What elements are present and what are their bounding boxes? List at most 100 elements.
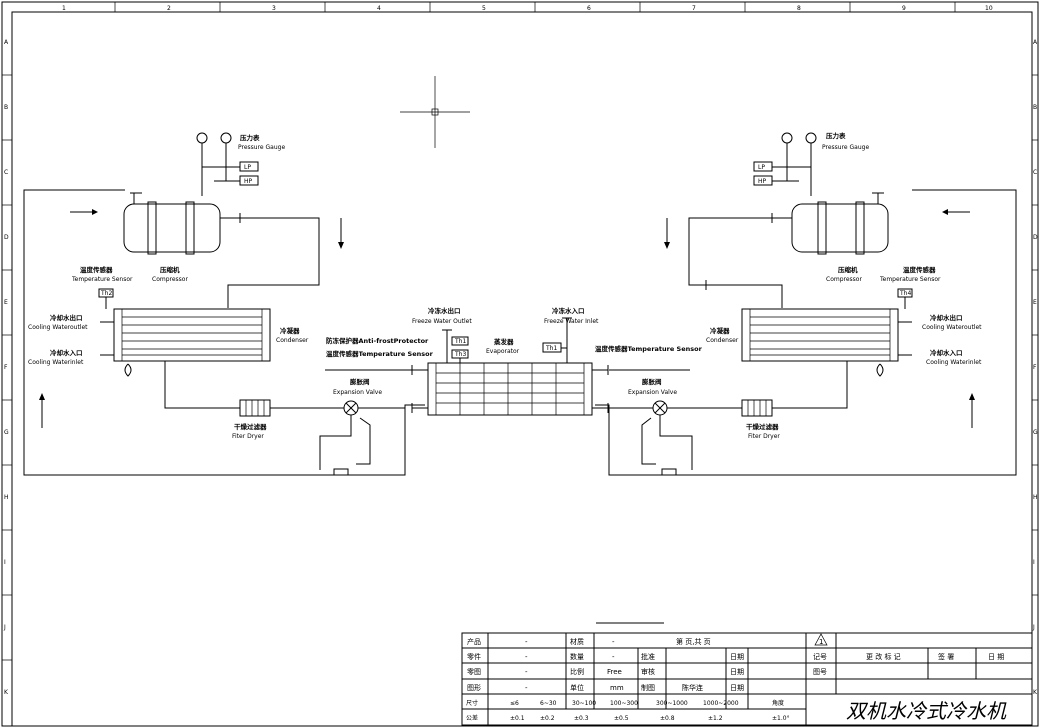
tb-r4-c: 单位	[570, 683, 584, 692]
tol-head-0: 尺寸	[466, 699, 478, 707]
right-temp-sensor-en: Temperature Sensor	[879, 276, 941, 283]
frame-tick-right-10: K	[1033, 689, 1038, 696]
left-compressor-en: Compressor	[152, 276, 188, 283]
tol-val-7: ±1.0°	[772, 715, 790, 722]
pressure-gauge-icon	[781, 132, 793, 144]
tol-val-1: ±0.1	[510, 715, 525, 722]
frame-tick-top-1: 2	[167, 5, 171, 12]
tb-col-code: 图号	[813, 668, 827, 676]
tb-r4-b: -	[525, 684, 528, 692]
flow-arrow-icon	[39, 393, 45, 400]
flow-arrow-icon	[664, 242, 670, 249]
frame-tick-left-4: E	[4, 299, 8, 306]
drain-icon	[876, 363, 884, 377]
compressor-shape	[123, 203, 221, 253]
temp-sensor-right-label: 温度传感器Temperature Sensor	[595, 344, 703, 353]
frame-ticks	[2, 2, 1038, 661]
frame-tick-right-1: B	[1033, 104, 1037, 111]
inner-frame	[11, 11, 1033, 727]
pressure-gauge-icon	[805, 132, 817, 144]
tb-rev-mark: 1	[819, 638, 823, 646]
right-filter-en: Fiter Dryer	[748, 433, 780, 440]
frame-tick-right-9: J	[1032, 624, 1035, 631]
evap-tag-2: Th3	[454, 351, 466, 358]
freeze-inlet-cn: 冷冻水入口	[552, 306, 585, 315]
right-filter-cn: 干燥过滤器	[746, 422, 779, 431]
flow-arrow-icon	[92, 209, 98, 215]
frame-tick-left-2: C	[4, 169, 8, 176]
tol-head-3: 30~100	[572, 700, 596, 707]
tol-val-6: ±1.2	[708, 715, 723, 722]
frame-tick-left-6: G	[4, 429, 9, 436]
right-cooling-inlet-cn: 冷却水入口	[930, 348, 963, 357]
tol-head-6: 1000~2000	[703, 700, 739, 707]
frame-tick-top-7: 8	[797, 5, 801, 12]
left-lp-tag: LP	[244, 164, 251, 171]
frame-tick-right-6: G	[1033, 429, 1038, 436]
right-hp-tag: HP	[758, 178, 767, 185]
tb-r3-c: 比例	[570, 667, 584, 676]
right-cooling-outlet-en: Cooling Wateroutlet	[922, 324, 982, 331]
left-hp-tag: HP	[244, 178, 253, 185]
left-filter-cn: 干燥过滤器	[234, 422, 267, 431]
left-pressure-gauge-cn: 压力表	[240, 133, 260, 142]
frame-tick-right-8: I	[1033, 559, 1035, 566]
right-condenser-en: Condenser	[706, 337, 739, 344]
drain-icon	[124, 363, 132, 377]
tb-r3-d: Free	[607, 668, 622, 676]
tb-r3-b: -	[525, 668, 528, 676]
tb-date1: 日期	[730, 653, 744, 661]
drawing-title: 双机水冷式冷水机	[846, 699, 1007, 723]
frame-tick-top-5: 6	[587, 5, 591, 12]
right-th-tag: Th4	[899, 290, 911, 297]
right-valve-en: Expansion Valve	[628, 389, 677, 396]
tb-date2: 日期	[730, 668, 744, 676]
tb-approve: 批准	[641, 652, 655, 661]
frame-tick-left-3: D	[4, 234, 9, 241]
frame-tick-top-6: 7	[692, 5, 696, 12]
left-pressure-gauge-en: Pressure Gauge	[238, 144, 285, 151]
tb-col-change: 更 改 标 记	[866, 652, 901, 661]
tol-head-7: 角度	[772, 699, 784, 707]
pressure-gauge-icon	[196, 132, 208, 144]
frame-tick-left-5: F	[4, 364, 8, 371]
tb-r1-b: -	[525, 638, 528, 646]
tol-val-3: ±0.3	[574, 715, 589, 722]
tb-date3: 日期	[730, 684, 744, 692]
left-compressor-cn: 压缩机	[160, 265, 180, 274]
tol-head-4: 100~300	[610, 700, 638, 707]
evaporator-en: Evaporator	[486, 348, 520, 355]
crosshair-mark	[400, 76, 470, 148]
revision-triangle-icon	[814, 633, 828, 646]
left-th-tag: Th2	[100, 290, 112, 297]
tb-r4-a: 图形	[467, 684, 481, 692]
filter-dryer-shape	[741, 399, 773, 417]
filter-dryer-shape	[239, 399, 271, 417]
flow-arrow-icon	[969, 393, 975, 400]
frame-tick-right-7: H	[1033, 494, 1038, 501]
tb-col-mark: 记号	[813, 653, 827, 661]
flow-arrow-icon	[942, 209, 948, 215]
frame-tick-left-1: B	[4, 104, 8, 111]
frame-tick-top-0: 1	[62, 5, 66, 12]
tb-drawer: 陈华连	[682, 683, 703, 692]
frame-tick-right-2: C	[1033, 169, 1037, 176]
title-block	[461, 632, 1033, 726]
tol-val-0: 公差	[466, 714, 478, 722]
left-cooling-inlet-en: Cooling Waterinlet	[28, 359, 84, 366]
tb-r3-a: 零图	[467, 668, 481, 676]
left-valve-en: Expansion Valve	[333, 389, 382, 396]
right-cooling-outlet-cn: 冷却水出口	[930, 313, 963, 322]
tol-head-2: 6~30	[540, 700, 557, 707]
left-filter-en: Fiter Dryer	[232, 433, 264, 440]
tb-col-date: 日 期	[988, 653, 1004, 661]
freeze-outlet-cn: 冷冻水出口	[428, 306, 461, 315]
frame-tick-left-8: I	[4, 559, 6, 566]
tb-check: 审核	[641, 667, 655, 676]
condenser-shape	[741, 308, 899, 362]
tb-r1-c: 材质	[570, 637, 584, 646]
frame-tick-right-0: A	[1033, 39, 1038, 46]
tb-r1-d: -	[612, 638, 615, 646]
left-valve-cn: 膨胀阀	[349, 377, 370, 386]
